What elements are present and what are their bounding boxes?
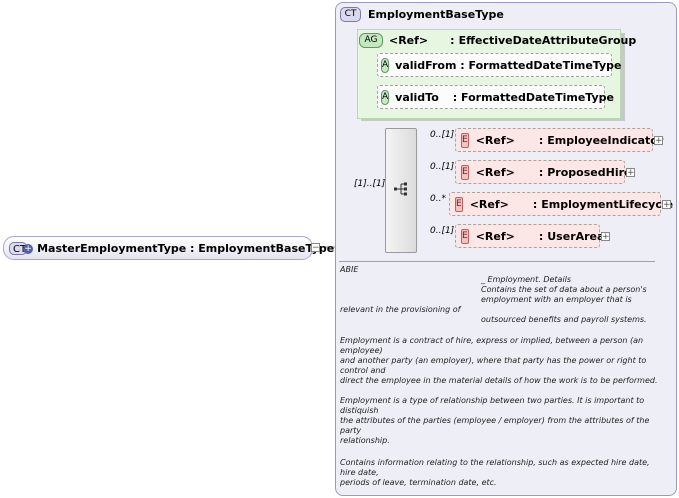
complex-type-icon: CT [340, 7, 361, 22]
attribute-group-icon: AG [359, 33, 383, 48]
doc-paragraph: Employment is a type of relationship bet… [340, 396, 650, 445]
attribute-label: validFrom : FormattedDateTimeType [395, 59, 621, 72]
documentation-divider [339, 261, 655, 262]
complex-type-name: EmploymentBaseType [368, 8, 504, 21]
separator: : [450, 34, 455, 47]
element-label: <Ref>:ProposedHire [476, 166, 632, 179]
complex-type-icon: CT + [9, 241, 34, 255]
complex-type-header: CT EmploymentBaseType [340, 7, 504, 22]
attribute-icon: A [381, 57, 390, 73]
element-label: <Ref>:UserArea [476, 230, 605, 243]
attribute-type: FormattedDateTimeType [468, 58, 622, 72]
doc-definition-line: relevant in the provisioning of [340, 305, 461, 314]
element-proposed-hire[interactable]: E <Ref>:ProposedHire [455, 160, 631, 184]
attribute-valid-to[interactable]: A validTo: FormattedDateTimeType [377, 85, 614, 109]
element-occurrence: 0..* [430, 194, 446, 204]
doc-definition-line: outsourced benefits and payroll systems. [481, 315, 647, 324]
root-collapse-toggle[interactable]: − [311, 243, 320, 253]
attribute-name: validFrom [395, 58, 457, 72]
element-occurrence: 0..[1] [430, 226, 455, 236]
ref-label: <Ref> [475, 229, 515, 243]
separator: : [460, 58, 465, 72]
attribute-name: validTo [395, 90, 439, 104]
element-expand-toggle[interactable]: + [626, 168, 635, 178]
sequence-occurrence: [1]..[1] [354, 179, 386, 189]
element-employment-lifecycle[interactable]: E <Ref>:EmploymentLifecycle [449, 192, 673, 216]
attribute-group-label: <Ref>:EffectiveDateAttributeGroup [389, 34, 636, 47]
plus-icon: + [23, 243, 34, 254]
element-occurrence: 0..[1] [430, 130, 455, 140]
attribute-group-name: EffectiveDateAttributeGroup [458, 34, 637, 47]
separator: : [538, 165, 544, 179]
sequence-icon [394, 182, 407, 196]
element-expand-toggle[interactable]: + [601, 232, 610, 242]
doc-paragraph: Employment is a contract of hire, expres… [340, 336, 658, 385]
ref-label: <Ref> [475, 165, 515, 179]
separator: : [532, 197, 538, 211]
ref-label: <Ref> [389, 34, 429, 47]
element-label: <Ref>:EmploymentLifecycle [470, 198, 673, 211]
doc-definition-line: Contains the set of data about a person'… [481, 285, 647, 294]
element-user-area[interactable]: E <Ref>:UserArea [455, 224, 604, 248]
element-occurrence: 0..[1] [430, 162, 455, 172]
attribute-type: FormattedDateTimeType [461, 90, 614, 104]
element-icon: E [455, 196, 463, 212]
doc-abie: ABIE [340, 265, 359, 274]
element-employee-indicator[interactable]: E <Ref>:EmployeeIndicator [455, 128, 663, 152]
element-icon: E [461, 132, 469, 148]
element-name: UserArea [547, 229, 605, 243]
element-icon: E [461, 164, 469, 180]
element-expand-toggle[interactable]: + [654, 136, 663, 146]
element-expand-toggle[interactable]: + [662, 200, 671, 210]
ref-label: <Ref> [475, 133, 515, 147]
separator: : [538, 229, 544, 243]
element-name: EmployeeIndicator [547, 133, 664, 147]
ref-label: <Ref> [469, 197, 509, 211]
root-complex-type[interactable]: CT + MasterEmploymentType : EmploymentBa… [3, 236, 334, 260]
attribute-valid-from[interactable]: A validFrom : FormattedDateTimeType [377, 53, 622, 77]
root-type-label: MasterEmploymentType : EmploymentBaseTyp… [37, 241, 335, 255]
doc-definition-line: employment with an employer that is [481, 295, 632, 304]
separator: : [452, 90, 458, 104]
element-name: ProposedHire [547, 165, 632, 179]
element-name: EmploymentLifecycle [541, 197, 674, 211]
doc-den: _ Employment. Details [481, 275, 572, 284]
attribute-group-header[interactable]: AG <Ref>:EffectiveDateAttributeGroup [359, 33, 636, 48]
doc-paragraph: Contains information relating to the rel… [340, 458, 650, 487]
element-icon: E [461, 228, 469, 244]
separator: : [538, 133, 544, 147]
attribute-label: validTo: FormattedDateTimeType [395, 91, 614, 104]
element-label: <Ref>:EmployeeIndicator [476, 134, 664, 147]
attribute-icon: A [381, 89, 390, 105]
